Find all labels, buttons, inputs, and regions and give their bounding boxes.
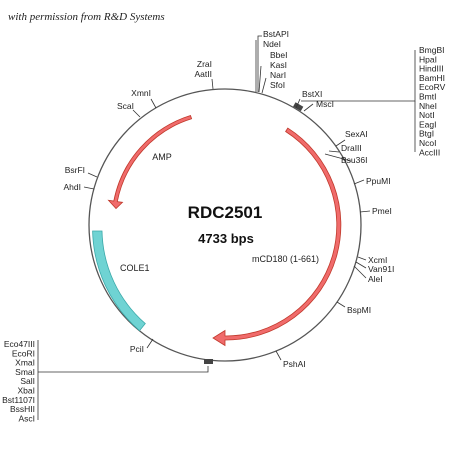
- left-stack-label: XmaI: [15, 358, 35, 368]
- right-stack: BmgBIHpaIHindIIIBamHIEcoRVBmtINheINotIEa…: [419, 45, 446, 157]
- tick-van91i: [355, 261, 367, 269]
- site-label-sexai: SexAI: [345, 129, 368, 139]
- top-stack-label: BstAPI: [263, 29, 289, 39]
- right-stack-label: BamHI: [419, 73, 445, 83]
- tick-bstxi: [295, 98, 301, 109]
- site-label-xmni: XmnI: [131, 88, 151, 98]
- right-stack-label: HpaI: [419, 54, 437, 64]
- left-stack-label: Eco47III: [4, 339, 35, 349]
- right-stack-label: BmtI: [419, 92, 436, 102]
- site-label-aatii: AatII: [195, 69, 212, 79]
- site-label-xcmi: XcmI: [368, 255, 387, 265]
- feature-label-mcd180: mCD180 (1-661): [252, 254, 319, 264]
- tick-sexai: [335, 139, 346, 147]
- left-stack-label: SmaI: [15, 367, 35, 377]
- tick-bsu36i: [324, 153, 352, 162]
- site-marker-box: [204, 359, 213, 364]
- tick-draiii: [328, 150, 340, 153]
- tick-xcmi: [357, 256, 367, 261]
- left-stack-label: SalI: [20, 376, 35, 386]
- right-stack-label: EagI: [419, 119, 437, 129]
- credit-text: with permission from R&D Systems: [8, 11, 165, 23]
- tick-scai: [132, 109, 141, 118]
- plasmid-name: RDC2501: [188, 203, 263, 222]
- top-stack-label: NdeI: [263, 39, 281, 49]
- tick-pmei: [359, 210, 371, 213]
- cole1-origin-band: [92, 230, 146, 332]
- site-ticks: [37, 35, 416, 420]
- right-stack-label: EcoRV: [419, 82, 446, 92]
- site-label-scai: ScaI: [117, 101, 134, 111]
- site-label-pmei: PmeI: [372, 206, 392, 216]
- tick-aatii: [211, 78, 214, 90]
- top-stack-label: BbeI: [270, 50, 288, 60]
- tick-alei: [353, 265, 367, 279]
- site-label-bsu36i: Bsu36I: [341, 155, 367, 165]
- left-stack-label: Bst1107I: [2, 395, 35, 405]
- left-stack-label: BssHII: [10, 404, 35, 414]
- right-stack-label: NcoI: [419, 138, 436, 148]
- site-label-bstxi: BstXI: [302, 89, 322, 99]
- right-stack-label: BmgBI: [419, 45, 445, 55]
- backbone-circle: [88, 88, 362, 362]
- site-label-psha1: PshAI: [283, 359, 306, 369]
- site-label-ppumi: PpuMI: [366, 176, 391, 186]
- left-stack: Eco47IIIEcoRIXmaISmaISalIXbaIBst1107IBss…: [2, 339, 35, 423]
- tick-psha1: [275, 350, 282, 361]
- tick-top-stack: [258, 65, 262, 93]
- tick-ppumi: [353, 179, 365, 185]
- site-label-msci: MscI: [316, 99, 334, 109]
- site-label-bsrfi: BsrFI: [65, 165, 85, 175]
- site-label-van91i: Van91I: [368, 264, 394, 274]
- top-stack-label: SfoI: [270, 80, 285, 90]
- right-stack-label: NotI: [419, 110, 435, 120]
- right-stack-label: HindIII: [419, 64, 444, 74]
- site-label-draiii: DraIII: [341, 143, 362, 153]
- right-stack-label: BtgI: [419, 129, 434, 139]
- left-stack-label: XbaI: [18, 386, 36, 396]
- tick-bspmi: [336, 301, 346, 308]
- top-stack-label: KasI: [270, 60, 287, 70]
- site-marker-box: [293, 102, 304, 112]
- site-label-pcii: PciI: [130, 344, 144, 354]
- tick-ahdi: [83, 186, 95, 190]
- bracket-top-stack: [257, 35, 262, 92]
- mcd180-arrow: [212, 127, 342, 347]
- site-label-alei: AleI: [368, 274, 383, 284]
- left-stack-label: EcoRI: [12, 348, 35, 358]
- tick-xmni: [150, 98, 157, 109]
- tick-pcii: [146, 338, 154, 349]
- right-stack-label: AccIII: [419, 147, 440, 157]
- feature-label-amp: AMP: [152, 152, 172, 162]
- site-label-zrai: ZraI: [197, 59, 212, 69]
- site-label-ahdi: AhdI: [64, 182, 82, 192]
- bracket-left-stack: [38, 366, 209, 373]
- site-label-bspmi: BspMI: [347, 305, 371, 315]
- top-stack-label: NarI: [270, 70, 286, 80]
- feature-label-cole1: COLE1: [120, 263, 150, 273]
- tick-msci: [303, 103, 314, 112]
- right-stack-label: NheI: [419, 101, 437, 111]
- plasmid-size: 4733 bps: [198, 231, 254, 246]
- left-stack-label: AscI: [18, 413, 35, 423]
- tick-top-stack: [261, 77, 267, 94]
- amp-arrow: [107, 115, 193, 210]
- tick-bsrfi: [87, 172, 98, 178]
